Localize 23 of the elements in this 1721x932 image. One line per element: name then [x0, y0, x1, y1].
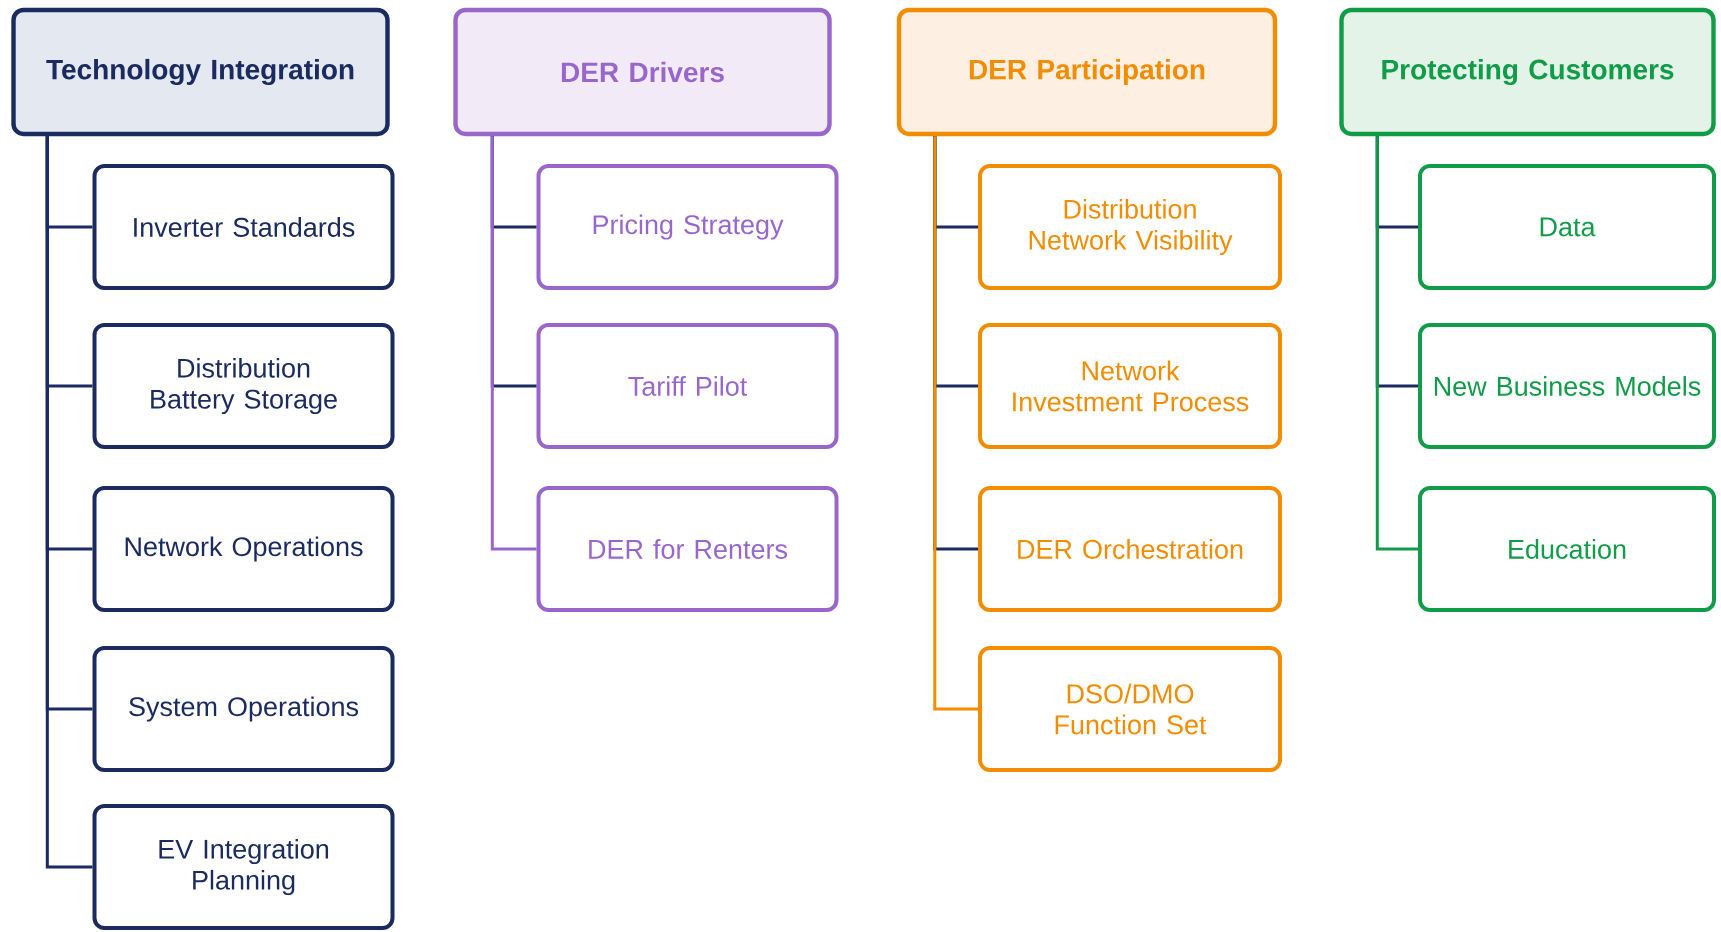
topic-box: Distribution Battery Storage — [92, 323, 395, 449]
topic-box: DER Orchestration — [978, 486, 1282, 612]
connector-line — [490, 136, 537, 551]
connector-line — [45, 136, 93, 869]
topic-box: Tariff Pilot — [536, 323, 839, 449]
category-box: DER Drivers — [453, 7, 832, 137]
topic-box: Network Operations — [92, 486, 395, 612]
category-box: Protecting Customers — [1339, 7, 1716, 137]
connector-line — [1375, 136, 1418, 551]
topic-box: Data — [1418, 164, 1716, 290]
topic-box: Network Investment Process — [978, 323, 1282, 449]
topic-box: System Operations — [92, 646, 395, 772]
topic-box: DSO/DMO Function Set — [978, 646, 1282, 772]
topic-box: Distribution Network Visibility — [978, 164, 1282, 290]
topic-box: Education — [1418, 486, 1716, 612]
topic-box: EV Integration Planning — [92, 804, 395, 930]
category-box: DER Participation — [896, 7, 1278, 137]
topic-box: New Business Models — [1418, 323, 1716, 449]
connector-line — [933, 136, 978, 711]
topic-box: Inverter Standards — [92, 164, 395, 290]
topic-box: DER for Renters — [536, 486, 839, 612]
topic-box: Pricing Strategy — [536, 164, 839, 290]
category-box: Technology Integration — [11, 7, 390, 137]
